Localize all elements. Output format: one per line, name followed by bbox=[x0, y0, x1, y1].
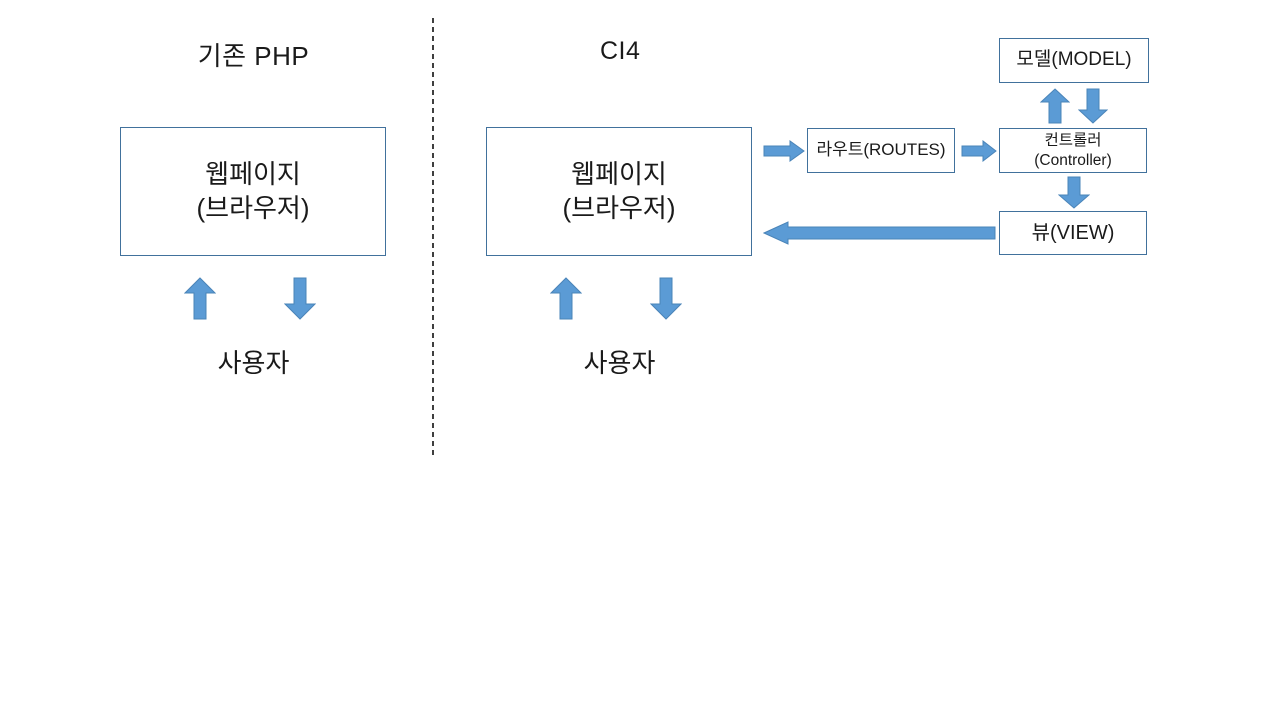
view-box: 뷰(VIEW) bbox=[999, 211, 1147, 255]
controller-to-view-down-arrow-icon bbox=[1058, 176, 1090, 209]
model-to-controller-down-arrow-icon bbox=[1078, 88, 1108, 124]
section-divider-dashed-line bbox=[432, 18, 434, 455]
model-box: 모델(MODEL) bbox=[999, 38, 1149, 83]
ci4-webpage-box-line1: 웹페이지 bbox=[571, 158, 667, 189]
view-box-label: 뷰(VIEW) bbox=[1031, 222, 1115, 244]
ci4-webpage-box: 웹페이지 (브라우저) bbox=[486, 127, 752, 256]
controller-to-model-up-arrow-icon bbox=[1040, 88, 1070, 124]
legacy-user-up-arrow-icon bbox=[184, 277, 216, 320]
routes-box-label: 라우트(ROUTES) bbox=[816, 140, 946, 160]
ci4-title: CI4 bbox=[600, 37, 641, 65]
model-box-label: 모델(MODEL) bbox=[1016, 49, 1132, 71]
ci4-user-up-arrow-icon bbox=[550, 277, 582, 320]
legacy-user-down-arrow-icon bbox=[284, 277, 316, 320]
legacy-php-title: 기존 PHP bbox=[197, 41, 310, 71]
legacy-webpage-box-line2: (브라우저) bbox=[196, 192, 310, 223]
view-to-webpage-left-arrow-icon bbox=[763, 220, 996, 246]
ci4-user-label: 사용자 bbox=[583, 348, 656, 378]
routes-to-controller-right-arrow-icon bbox=[961, 140, 997, 162]
routes-box: 라우트(ROUTES) bbox=[807, 128, 955, 173]
controller-box-line1: 컨트롤러 bbox=[1044, 132, 1102, 150]
controller-box-line2: (Controller) bbox=[1034, 151, 1112, 169]
ci4-webpage-box-line2: (브라우저) bbox=[562, 192, 676, 223]
legacy-user-label: 사용자 bbox=[217, 348, 290, 378]
ci4-user-down-arrow-icon bbox=[650, 277, 682, 320]
legacy-webpage-box: 웹페이지 (브라우저) bbox=[120, 127, 386, 256]
webpage-to-routes-right-arrow-icon bbox=[763, 140, 805, 162]
legacy-webpage-box-line1: 웹페이지 bbox=[205, 158, 301, 189]
controller-box: 컨트롤러 (Controller) bbox=[999, 128, 1147, 173]
